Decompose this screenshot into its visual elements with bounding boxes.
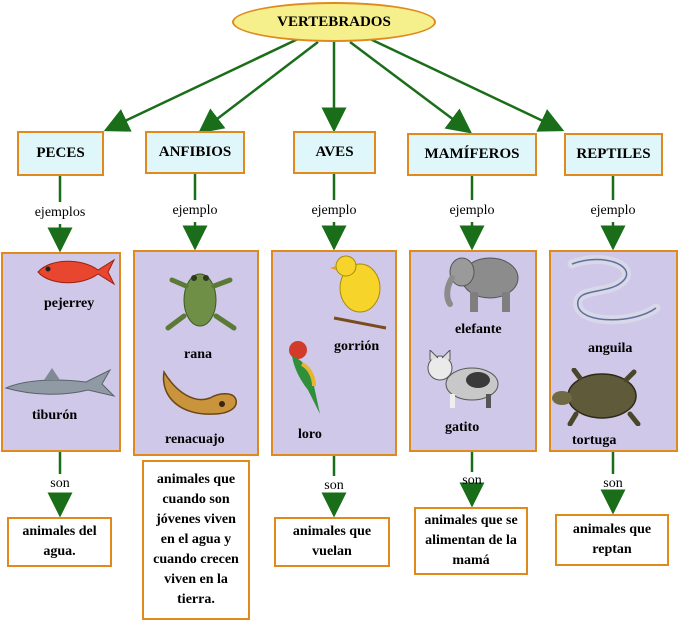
description-peces: animales del agua.	[7, 517, 112, 567]
example-gatito: gatito	[445, 420, 480, 435]
category-reptiles: REPTILES	[564, 133, 663, 176]
relation-label-mamiferos: son	[462, 473, 482, 488]
example-pejerrey: pejerrey	[44, 296, 95, 311]
example-rana: rana	[184, 347, 212, 362]
eel-image	[567, 255, 661, 325]
example-renacuajo: renacuajo	[165, 432, 225, 447]
example-anguila: anguila	[588, 341, 633, 356]
kitten-image	[427, 350, 499, 408]
category-aves: AVES	[293, 131, 376, 174]
description-reptiles: animales que reptan	[555, 514, 669, 566]
parrot-image	[289, 341, 320, 414]
canary-image	[330, 255, 387, 330]
example-loro: loro	[298, 427, 322, 442]
arrow-root-anfibios	[198, 41, 319, 134]
root-node: VERTEBRADOS	[232, 2, 436, 42]
shark-image	[4, 368, 116, 397]
link-label-aves: ejemplo	[311, 203, 357, 218]
link-label-mamiferos: ejemplo	[449, 203, 495, 218]
description-mamiferos: animales que se alimentan de la mamá	[414, 507, 528, 575]
frog-image	[165, 273, 237, 331]
examples-panel-peces	[1, 252, 121, 452]
example-elefante: elefante	[455, 322, 502, 337]
category-anfibios: ANFIBIOS	[145, 131, 245, 174]
link-label-anfibios: ejemplo	[172, 203, 218, 218]
example-gorrion: gorrión	[334, 339, 380, 354]
fish-image	[37, 258, 116, 286]
link-label-reptiles: ejemplo	[590, 203, 636, 218]
description-aves: animales que vuelan	[274, 517, 390, 567]
elephant-image	[444, 257, 519, 312]
tadpole-image	[162, 369, 237, 415]
arrow-root-peces	[103, 36, 301, 132]
relation-label-aves: son	[324, 478, 344, 493]
turtle-image	[552, 368, 641, 426]
link-label-peces: ejemplos	[34, 205, 86, 220]
arrow-root-mamiferos	[349, 41, 472, 134]
example-tiburon: tiburón	[32, 408, 78, 423]
relation-label-reptiles: son	[603, 476, 623, 491]
example-tortuga: tortuga	[572, 433, 617, 448]
description-anfibios: animales que cuando son jóvenes viven en…	[142, 460, 250, 620]
arrow-root-reptiles	[367, 36, 565, 132]
category-peces: PECES	[17, 131, 104, 176]
category-mamiferos: MAMÍFEROS	[407, 133, 537, 176]
relation-label-peces: son	[50, 476, 70, 491]
